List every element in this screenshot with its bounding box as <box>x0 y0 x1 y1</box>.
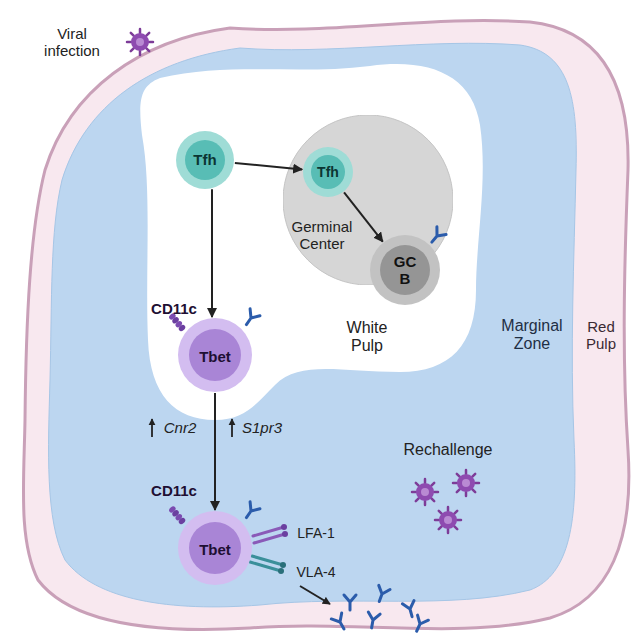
cell-label: CD11c <box>149 482 199 499</box>
red-pulp-region: Red Pulp Marginal Zone White Pulp Germinal … <box>10 10 635 635</box>
connector-arrow <box>214 393 216 510</box>
integrin-label: LFA-1 <box>291 525 341 541</box>
cell-label: Tbet <box>192 348 238 365</box>
up-arrow <box>151 419 153 437</box>
cd11c-tbet-b-cell: CD11cTbet <box>177 510 253 586</box>
gene-label: S1pr3 <box>236 419 288 436</box>
stimulus-label: Viral infection <box>30 25 114 60</box>
cell-label: Tbet <box>192 541 238 558</box>
integrin-label: VLA-4 <box>290 564 342 580</box>
connector-arrow <box>211 189 213 317</box>
region-label: Marginal Zone <box>494 317 570 354</box>
region-label: Germinal Center <box>286 218 358 253</box>
germinal-center-region: Germinal Center Tfh GC B <box>283 115 453 285</box>
gc-b-cell: GC B <box>369 234 441 306</box>
cell-label: Tfh <box>185 151 225 168</box>
cd11c-tbet-b-cell: CD11cTbet <box>177 317 253 393</box>
tfh-cell: Tfh <box>302 146 354 198</box>
stimulus-label: Rechallenge <box>393 441 503 459</box>
tfh-cell: Tfh <box>175 130 235 190</box>
virus-icon <box>435 507 461 533</box>
virus-icon <box>127 29 153 55</box>
region-label: White Pulp <box>337 319 397 356</box>
region-label: Red Pulp <box>579 318 623 353</box>
up-arrow <box>231 419 233 437</box>
cell-label: CD11c <box>149 300 199 317</box>
virus-icon <box>453 470 479 496</box>
cell-label: Tfh <box>310 164 346 180</box>
gene-label: Cnr2 <box>158 419 202 436</box>
white-pulp-region: White Pulp Germinal Center Tfh GC B TfhCD11c… <box>135 55 490 425</box>
virus-icon <box>412 479 438 505</box>
cell-label: GC B <box>390 253 420 288</box>
